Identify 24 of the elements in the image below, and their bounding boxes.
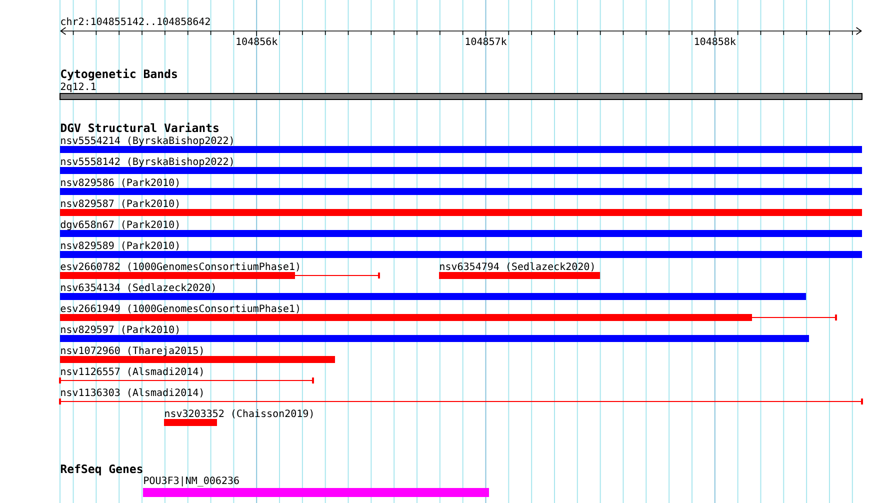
variant-label: nsv3203352 (Chaisson2019)	[165, 409, 313, 418]
coordinate-label: chr2:104855142..104858642	[61, 17, 210, 26]
variant-label: nsv1072960 (Thareja2015)	[61, 346, 203, 356]
band-label: 2q12.1	[60, 82, 96, 92]
variant-label: nsv6354794 (Sedlazeck2020)	[440, 262, 594, 272]
track-heading: RefSeq Genes	[60, 464, 142, 476]
variant-label: nsv6354134 (Sedlazeck2020)	[61, 283, 215, 292]
variant-label: nsv5558142 (ByrskaBishop2022)	[61, 157, 233, 168]
track-heading: DGV Structural Variants	[60, 122, 218, 132]
variant-label: dgv658n67 (Park2010)	[60, 220, 179, 230]
variant-label: esv2661949 (1000GenomesConsortiumPhase1)	[60, 304, 299, 314]
tick-label: 104856k	[236, 37, 278, 46]
variant-label: nsv829597 (Park2010)	[61, 325, 179, 334]
variant-label: nsv5554214 (ByrskaBishop2022)	[61, 136, 233, 146]
tick-label: 104857k	[466, 37, 507, 46]
gene-label: POU3F3|NM_006236	[144, 476, 239, 486]
tick-label: 104858k	[695, 37, 736, 46]
variant-label: esv2660782 (1000GenomesConsortiumPhase1)	[60, 262, 299, 272]
variant-label: nsv1136303 (Alsmadi2014)	[61, 388, 203, 398]
variant-label: nsv1126557 (Alsmadi2014)	[61, 367, 203, 376]
variant-label: nsv829586 (Park2010)	[61, 178, 179, 188]
variant-label: nsv829589 (Park2010)	[61, 241, 179, 250]
track-heading: Cytogenetic Bands	[61, 68, 177, 80]
variant-label: nsv829587 (Park2010)	[61, 199, 179, 208]
